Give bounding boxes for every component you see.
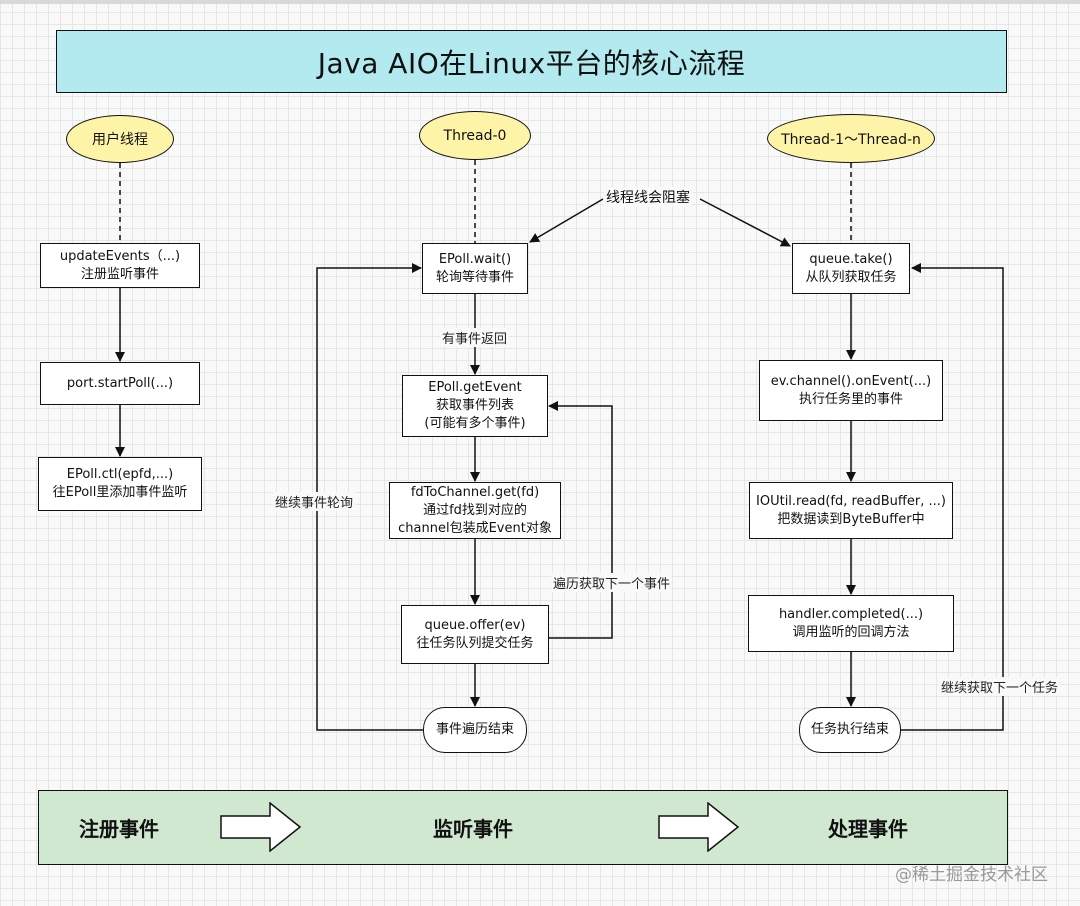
thread0-ellipse: Thread-0 bbox=[419, 111, 531, 160]
ioutil-read-box: IOUtil.read(fd, readBuffer, ...) 把数据读到By… bbox=[749, 482, 953, 539]
edge-next-event-loop bbox=[548, 401, 613, 639]
event-traversal-end-box: 事件遍历结束 bbox=[423, 707, 527, 753]
handler-completed-line2: 调用监听的回调方法 bbox=[792, 624, 910, 640]
stage-listen: 监听事件 bbox=[433, 816, 513, 841]
event-traversal-end-label: 事件遍历结束 bbox=[435, 722, 514, 737]
queue-take-line1: queue.take() bbox=[809, 251, 893, 267]
stage-arrow-1-icon bbox=[220, 802, 302, 852]
thread0-label: Thread-0 bbox=[443, 127, 507, 144]
handler-completed-line1: handler.completed(...) bbox=[778, 606, 924, 622]
queue-take-box: queue.take() 从队列获取任务 bbox=[792, 243, 910, 294]
epoll-ctl-line2: 往EPoll里添加事件监听 bbox=[52, 485, 188, 500]
update-events-line1: updateEvents（...) bbox=[59, 248, 181, 264]
stage-handle: 处理事件 bbox=[828, 816, 908, 841]
stage-arrow-2-icon bbox=[658, 802, 740, 852]
stage-bar: 注册事件 监听事件 处理事件 bbox=[38, 790, 1008, 865]
continue-poll-label: 继续事件轮询 bbox=[273, 492, 356, 511]
start-poll-box: port.startPoll(...) bbox=[40, 362, 200, 405]
epoll-ctl-box: EPoll.ctl(epfd,...) 往EPoll里添加事件监听 bbox=[38, 457, 202, 511]
on-event-line1: ev.channel().onEvent(...) bbox=[770, 373, 932, 389]
task-execution-end-box: 任务执行结束 bbox=[799, 707, 901, 753]
ioutil-read-line1: IOUtil.read(fd, readBuffer, ...) bbox=[756, 493, 946, 509]
next-event-label: 遍历获取下一个事件 bbox=[551, 573, 673, 592]
on-event-line2: 执行任务里的事件 bbox=[798, 391, 903, 407]
ioutil-read-line2: 把数据读到ByteBuffer中 bbox=[777, 511, 925, 527]
queue-take-line2: 从队列获取任务 bbox=[805, 269, 897, 285]
top-border bbox=[0, 0, 1080, 4]
threadN-label: Thread-1～Thread-n bbox=[781, 131, 921, 148]
edge-blocking-to-wait bbox=[529, 198, 604, 243]
get-event-line1: EPoll.getEvent bbox=[428, 380, 522, 395]
stage-register: 注册事件 bbox=[79, 816, 159, 841]
diagram-title: Java AIO在Linux平台的核心流程 bbox=[56, 30, 1007, 93]
threadN-ellipse: Thread-1～Thread-n bbox=[767, 114, 935, 163]
user-thread-label: 用户线程 bbox=[92, 132, 148, 148]
update-events-box: updateEvents（...) 注册监听事件 bbox=[40, 243, 200, 288]
epoll-ctl-line1: EPoll.ctl(epfd,...) bbox=[66, 467, 174, 482]
blocking-label: 线程线会阻塞 bbox=[604, 187, 692, 207]
watermark: @稀土掘金技术社区 bbox=[895, 865, 1048, 885]
next-task-label: 继续获取下一个任务 bbox=[939, 677, 1061, 696]
edge-blocking-to-take bbox=[699, 198, 791, 247]
fd-to-channel-line2: 通过fd找到对应的 bbox=[423, 502, 527, 518]
task-execution-end-label: 任务执行结束 bbox=[810, 722, 889, 737]
fd-to-channel-line1: fdToChannel.get(fd) bbox=[410, 484, 540, 500]
update-events-line2: 注册监听事件 bbox=[80, 266, 159, 282]
edge-next-task-loop bbox=[901, 263, 1004, 731]
has-events-label: 有事件返回 bbox=[440, 328, 510, 347]
get-event-box: EPoll.getEvent 获取事件列表 (可能有多个事件) bbox=[402, 375, 548, 437]
epoll-wait-box: EPoll.wait() 轮询等待事件 bbox=[422, 243, 528, 294]
get-event-line2: 获取事件列表 bbox=[435, 398, 514, 413]
queue-offer-line1: queue.offer(ev) bbox=[424, 617, 526, 633]
queue-offer-box: queue.offer(ev) 往任务队列提交任务 bbox=[401, 605, 549, 664]
handler-completed-box: handler.completed(...) 调用监听的回调方法 bbox=[748, 595, 954, 652]
epoll-wait-line2: 轮询等待事件 bbox=[435, 269, 514, 285]
queue-offer-line2: 往任务队列提交任务 bbox=[416, 635, 534, 651]
fd-to-channel-box: fdToChannel.get(fd) 通过fd找到对应的 channel包装成… bbox=[389, 482, 561, 539]
on-event-box: ev.channel().onEvent(...) 执行任务里的事件 bbox=[759, 360, 943, 421]
epoll-wait-line1: EPoll.wait() bbox=[438, 251, 512, 267]
fd-to-channel-line3: channel包装成Event对象 bbox=[398, 520, 552, 536]
get-event-line3: (可能有多个事件) bbox=[424, 416, 526, 431]
user-thread-ellipse: 用户线程 bbox=[66, 115, 174, 163]
start-poll-label: port.startPoll(...) bbox=[66, 375, 174, 391]
